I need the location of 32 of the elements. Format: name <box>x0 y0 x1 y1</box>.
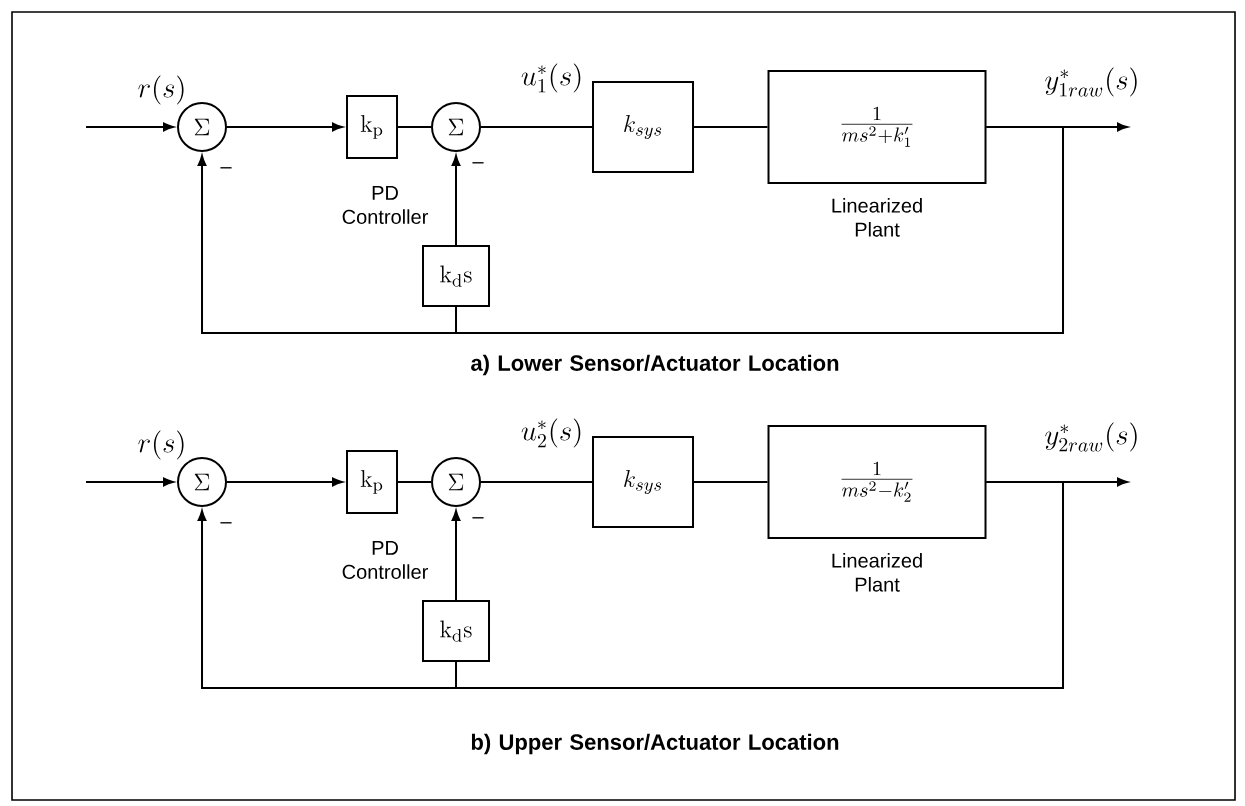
summing-junction: $\Sigma$ <box>431 102 481 152</box>
panel-caption: a) Lower Sensor/Actuator Location <box>471 354 839 376</box>
transfer-function-box: $\frac{1}{ms^{2} - k'_{2}}$ <box>767 425 987 539</box>
arrow <box>226 477 343 487</box>
arrow <box>85 477 174 487</box>
minus-sign: – <box>220 167 232 169</box>
arrow <box>226 122 343 132</box>
block-box: $\mathrm{k}_{\mathrm{p}}$ <box>346 450 398 514</box>
minus-sign: – <box>220 522 232 524</box>
minus-sign: – <box>472 517 484 519</box>
arrow <box>85 122 174 132</box>
block-box: $k_{sys}$ <box>592 436 694 528</box>
block-box: $\mathrm{k}_{\mathrm{d}}\mathrm{s}$ <box>422 600 490 662</box>
block-caption: PD Controller <box>342 186 428 224</box>
signal-label: $u^{*}_{2}(s)$ <box>521 418 581 448</box>
block-caption: Linearized Plant <box>832 198 922 237</box>
minus-sign: – <box>472 162 484 164</box>
signal-label: $u^{*}_{1}(s)$ <box>521 63 581 93</box>
block-box: $\mathrm{k}_{\mathrm{p}}$ <box>346 95 398 159</box>
block-box: $k_{sys}$ <box>592 81 694 173</box>
signal-label: $y^{*}_{1raw}(s)$ <box>1045 67 1137 97</box>
panel-caption: b) Upper Sensor/Actuator Location <box>471 733 839 755</box>
arrow <box>451 155 461 246</box>
summing-junction: $\Sigma$ <box>431 457 481 507</box>
signal-label: $y^{*}_{2raw}(s)$ <box>1045 422 1137 452</box>
block-caption: PD Controller <box>342 541 428 579</box>
block-box: $\mathrm{k}_{\mathrm{d}}\mathrm{s}$ <box>422 245 490 307</box>
transfer-function-box: $\frac{1}{ms^{2} + k'_{1}}$ <box>767 70 987 184</box>
signal-label: $r(s)$ <box>138 75 184 105</box>
signal-label: $r(s)$ <box>138 430 184 460</box>
arrow <box>451 510 461 601</box>
block-caption: Linearized Plant <box>832 553 922 592</box>
